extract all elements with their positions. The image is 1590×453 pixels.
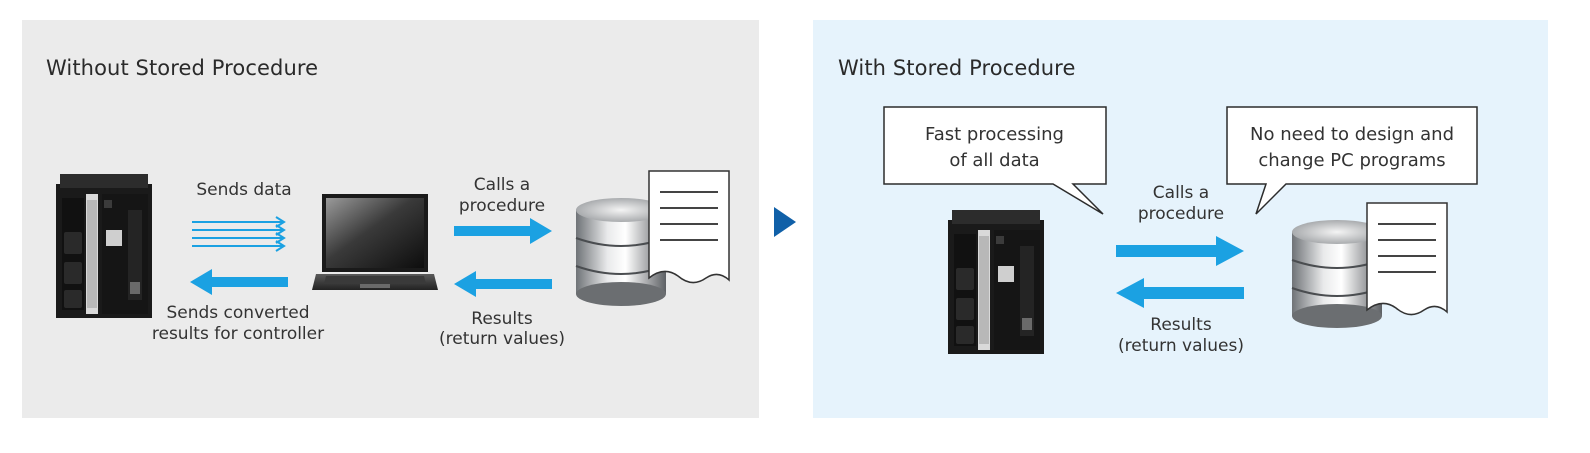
plc-controller-icon [948,210,1044,354]
results-label-line2: (return values) [439,329,565,349]
sends-data-arrows [192,216,286,252]
bubble2-line1: No need to design and [1250,124,1454,145]
calls-label-line1: Calls a [473,175,531,195]
panel-title: Without Stored Procedure [46,56,319,80]
document-icon [648,170,730,284]
results-label-line2: (return values) [1118,336,1244,356]
bubble1-line1: Fast processing [925,124,1064,145]
calls-label-line2: procedure [1137,204,1225,224]
next-arrow-icon [774,207,796,237]
bubble2-line2: change PC programs [1258,150,1446,171]
calls-label-line2: procedure [458,196,546,216]
sends-data-label: Sends data [196,180,292,200]
results-label-line1: Results [471,309,533,329]
calls-label-line1: Calls a [1152,183,1210,203]
laptop-icon [312,194,438,290]
sends-converted-label-line2: results for controller [151,324,325,344]
calls-procedure-arrow [454,218,552,244]
panel-title: With Stored Procedure [838,56,1076,80]
document-icon [1366,202,1448,316]
calls-procedure-arrow [1116,236,1244,266]
results-label-line1: Results [1150,315,1212,335]
bubble1-line2: of all data [949,150,1040,171]
with-stored-procedure-panel: With Stored Procedure Fast processing of… [813,20,1548,418]
results-arrow [454,271,552,297]
sends-converted-label-line1: Sends converted [166,303,310,323]
without-stored-procedure-panel: Without Stored Procedure Sends data Send… [22,20,759,418]
speech-bubble-no-redesign [1226,106,1478,215]
sends-converted-arrow [190,269,288,295]
results-arrow [1116,278,1244,308]
plc-controller-icon [56,174,152,318]
speech-bubble-fast-processing [883,106,1107,215]
